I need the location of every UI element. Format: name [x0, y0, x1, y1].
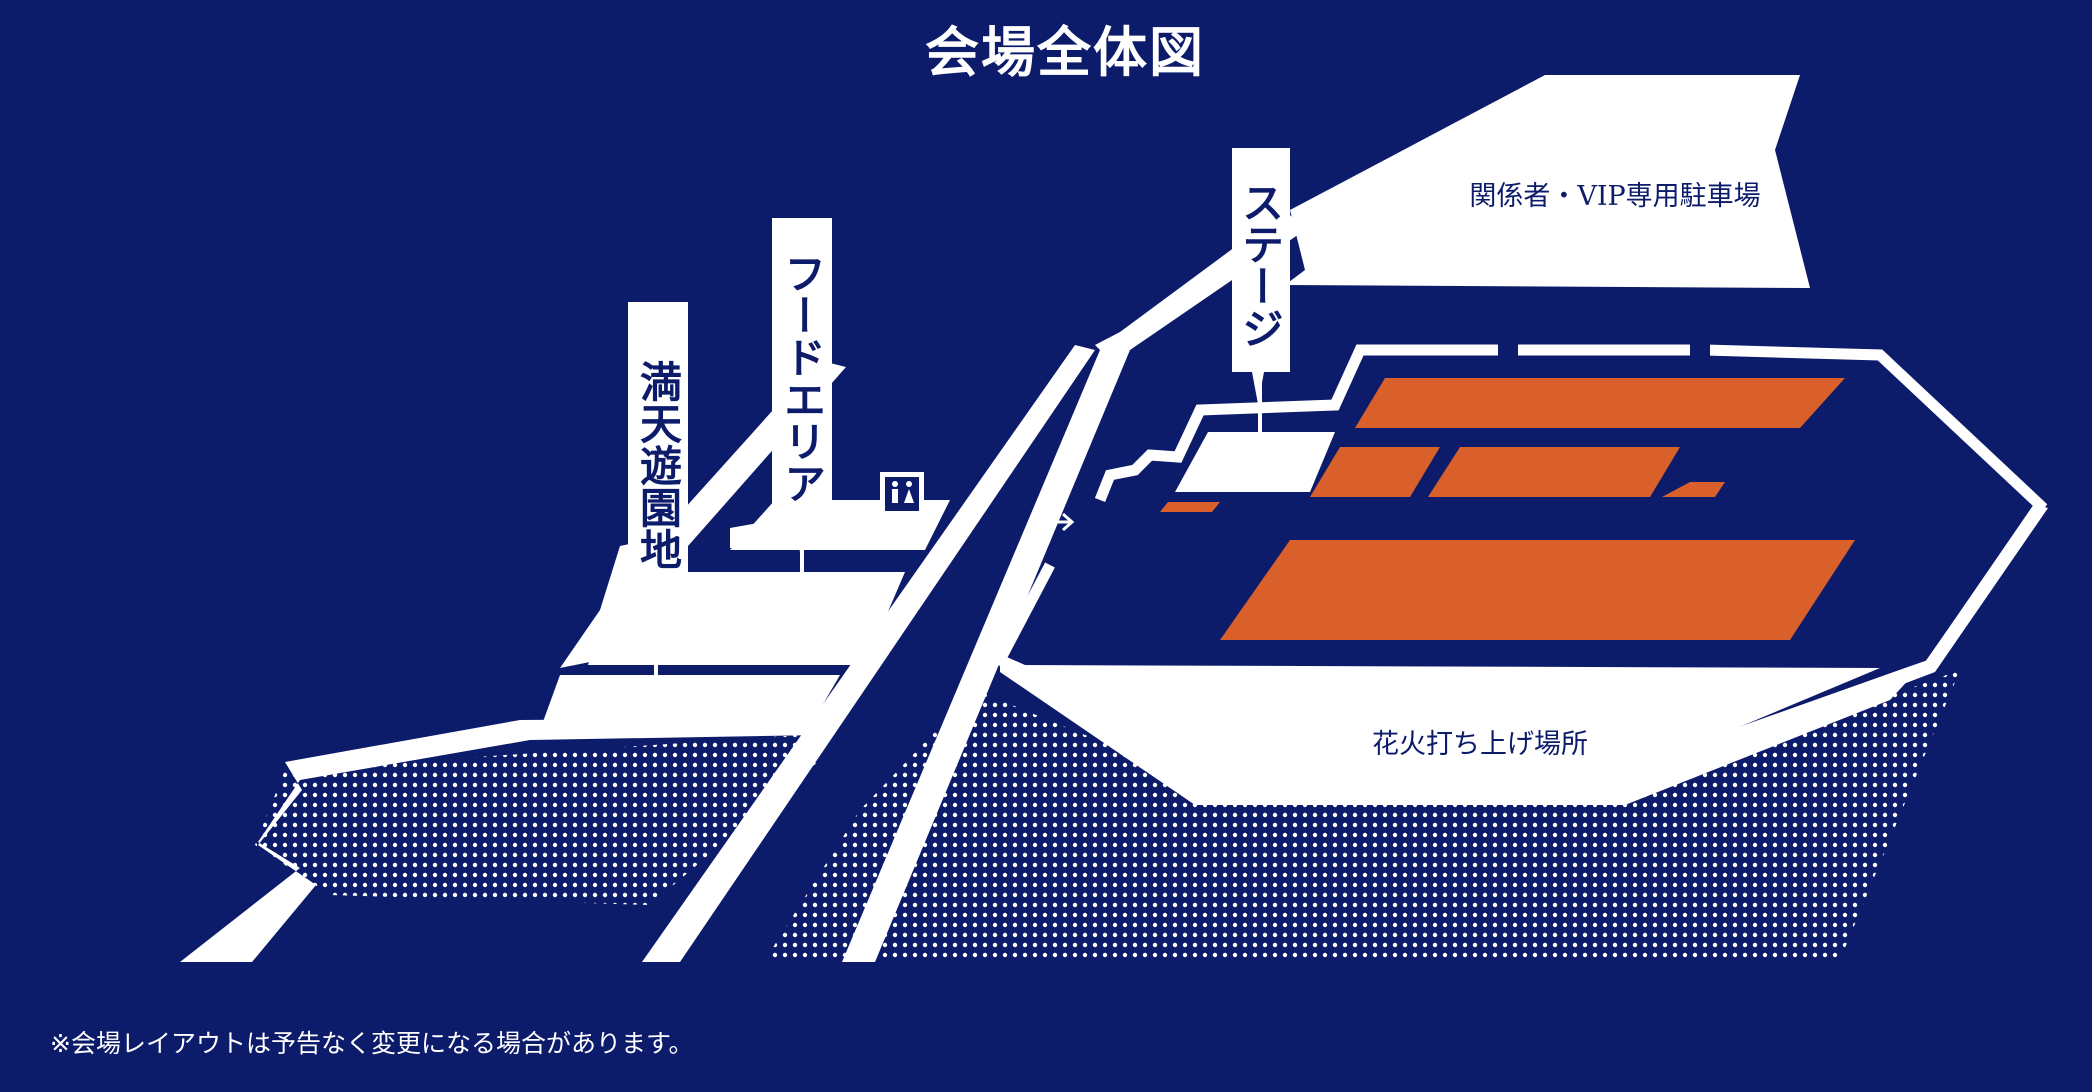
block-lower	[540, 675, 840, 730]
stage-block	[1175, 432, 1335, 492]
label-food-area: フードエリア	[777, 251, 827, 504]
block-food-step	[730, 520, 775, 548]
arrow-down-icon	[1698, 308, 1718, 335]
fireworks-pad	[1005, 665, 1880, 775]
map-title: 会場全体図	[925, 21, 1205, 84]
arrow-right-icon	[1046, 512, 1075, 532]
seating-block-1	[1355, 378, 1845, 428]
label-vip-parking: 関係者・VIP専用駐車場	[1469, 181, 1761, 212]
restroom-icon	[880, 472, 924, 516]
label-box-amusement	[628, 302, 688, 640]
main-road	[842, 210, 1305, 962]
seating-block-main	[1220, 540, 1855, 640]
vip-parking-area	[1285, 75, 1810, 288]
label-amusement-park: 満天遊園地	[633, 360, 683, 570]
label-box-food	[772, 218, 832, 552]
seating-block-4	[1662, 482, 1725, 497]
arrow-down-icon	[1506, 308, 1526, 335]
label-fireworks-site: 花火打ち上げ場所	[1372, 729, 1588, 760]
seating-block-3	[1428, 447, 1680, 497]
layout-disclaimer: ※会場レイアウトは予告なく変更になる場合があります。	[50, 1029, 694, 1058]
dotted-area-left	[255, 735, 820, 905]
label-box-stage	[1232, 148, 1290, 404]
seating-block-5	[1160, 502, 1220, 512]
label-stage: ステージ	[1235, 181, 1285, 349]
dotted-area-right	[765, 670, 1960, 960]
left-road	[180, 718, 820, 962]
seating-block-2	[1310, 447, 1440, 497]
